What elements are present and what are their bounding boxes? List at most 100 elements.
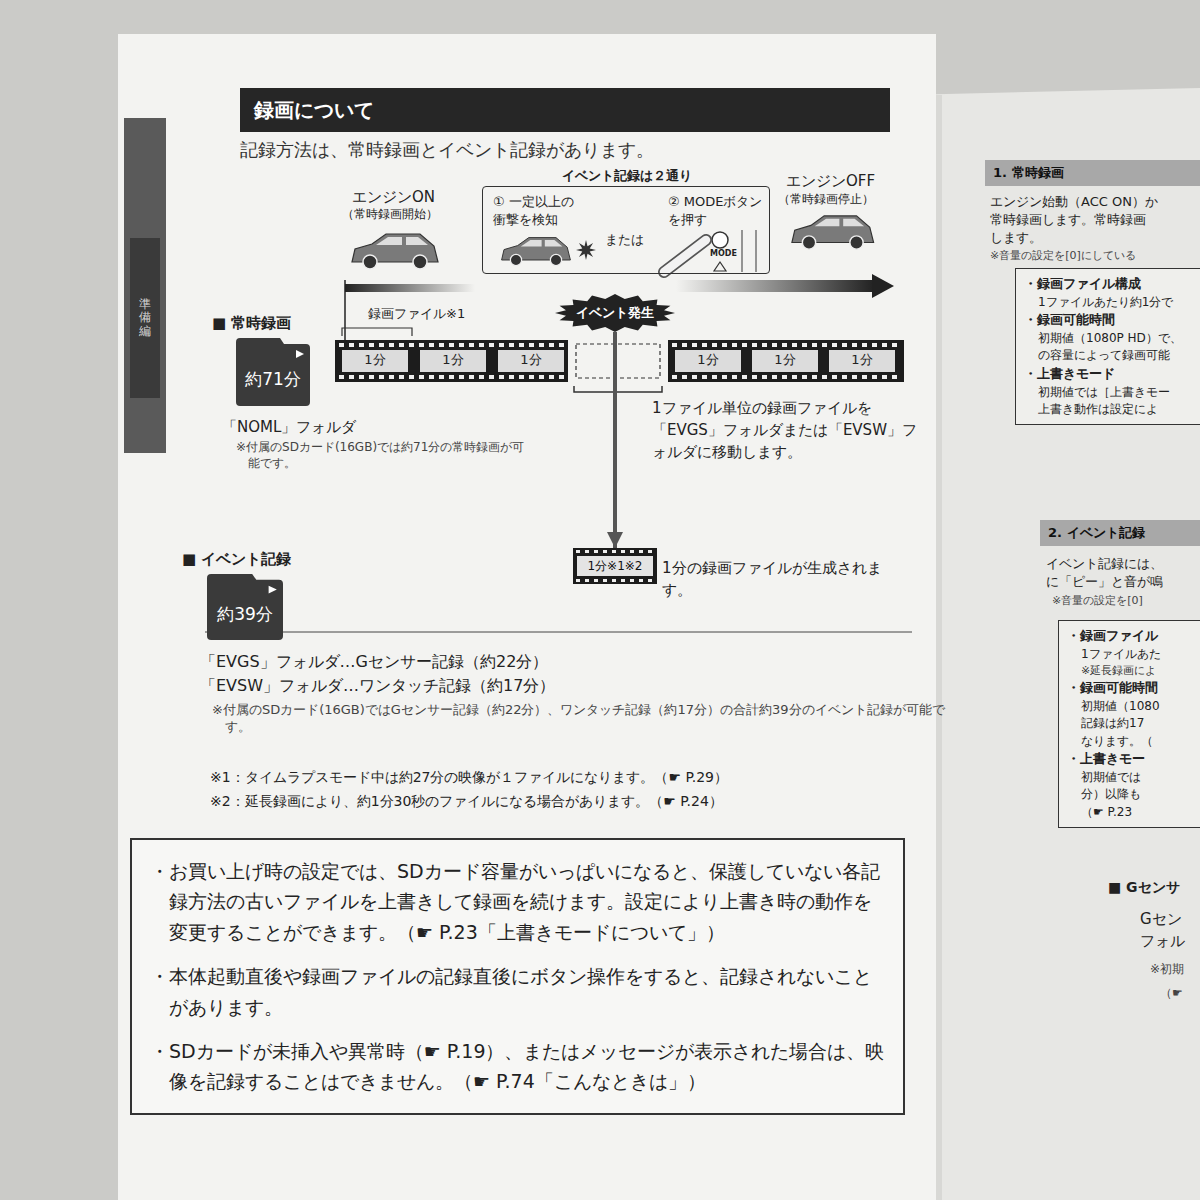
spec-box-text: の容量によって録画可能 — [1024, 347, 1200, 364]
car-window — [815, 219, 840, 227]
sprocket-hole — [559, 343, 564, 347]
sprocket-hole — [862, 343, 867, 347]
sd-card-icon-text: 約39分 — [217, 603, 273, 626]
sprocket-hole — [489, 343, 494, 347]
sprocket-hole — [429, 375, 434, 379]
file-label: 録画ファイル※1 — [368, 306, 465, 323]
frame-label: 1分 — [752, 352, 818, 369]
sprocket-hole — [576, 550, 580, 553]
sprocket-hole — [682, 343, 687, 347]
sprocket-hole — [509, 375, 514, 379]
sprocket-hole — [539, 375, 544, 379]
sprocket-hole — [369, 343, 374, 347]
event-method-box: イベント記録は２通り① 一定以上の 衝撃を検知または② MODEボタン を押す — [482, 186, 770, 274]
spec-box-text: （☛ P.23 — [1067, 804, 1200, 821]
sprocket-hole — [419, 375, 424, 379]
spec-box-text: 1ファイルあたり約1分で — [1024, 294, 1200, 311]
film-frame — [752, 350, 818, 372]
body-text: 1ファイル単位の録画ファイルを「EVGS」フォルダまたは「EVSW」フォルダに移… — [652, 398, 924, 463]
sd-card-icon-text: 約71分 — [245, 368, 301, 391]
sprocket-hole — [489, 375, 494, 379]
spec-box: ・録画ファイル1ファイルあた※延長録画によ・録画可能時間初期値（1080記録は約… — [1058, 620, 1200, 828]
spec-box-text: 分）以降も — [1067, 786, 1200, 803]
film-frame — [498, 350, 564, 372]
sprocket-hole — [469, 375, 474, 379]
play-mark — [269, 586, 277, 594]
button-label: MODE — [710, 249, 737, 259]
spec-box-text: 初期値（1080P HD）で、 — [1024, 330, 1200, 347]
folder-label: 「NOML」フォルダ — [222, 418, 356, 438]
sprocket-hole — [519, 343, 524, 347]
engine-label: エンジンOFF — [786, 172, 875, 192]
sprocket-hole — [621, 550, 625, 553]
frame-label: 1分 — [675, 352, 741, 369]
sprocket-hole — [802, 343, 807, 347]
sprocket-hole — [479, 375, 484, 379]
sprocket-hole — [722, 375, 727, 379]
dash-panel-line — [741, 230, 742, 272]
sprocket-hole — [439, 343, 444, 347]
event-method-box-text: ② MODEボタン を押す — [668, 193, 778, 228]
sprocket-hole — [822, 343, 827, 347]
sprocket-hole — [842, 375, 847, 379]
film-frame — [829, 350, 895, 372]
film-piece — [573, 548, 657, 584]
spec-box-text: ・録画ファイル — [1067, 627, 1200, 646]
car-wheel — [802, 236, 815, 249]
event-arrow — [613, 332, 617, 548]
sprocket-hole — [742, 375, 747, 379]
car-wheel — [510, 254, 521, 265]
sprocket-hole — [359, 343, 364, 347]
sprocket-hole — [892, 343, 897, 347]
body-fragment: します。 — [990, 230, 1042, 247]
sprocket-hole — [449, 343, 454, 347]
car-figure — [792, 216, 874, 249]
sprocket-hole — [389, 343, 394, 347]
sprocket-hole — [576, 579, 580, 582]
note-text: ※付属のSDカード(16GB)ではGセンサー記録（約22分）、ワンタッチ記録（約… — [212, 702, 945, 736]
sprocket-hole — [792, 375, 797, 379]
engine-note: （常時録画停止） — [778, 192, 874, 208]
card-outline — [236, 338, 310, 406]
burst-outline — [555, 294, 675, 332]
sprocket-hole — [399, 375, 404, 379]
sprocket-hole — [792, 343, 797, 347]
sprocket-hole — [648, 579, 652, 582]
film-frame — [342, 350, 408, 372]
play-mark — [296, 350, 304, 358]
warning-triangle — [714, 262, 726, 271]
notice-box-text: ・お買い上げ時の設定では、SDカード容量がいっぱいになると、保護していない各記録… — [150, 856, 885, 947]
section-band-text: 1. 常時録画 — [993, 164, 1200, 182]
note-fragment: （☛ — [1160, 986, 1183, 1002]
section-tab-text: 準備編 — [139, 298, 151, 338]
sprocket-hole — [732, 375, 737, 379]
sprocket-hole — [479, 343, 484, 347]
folder-line: 「EVSW」フォルダ…ワンタッチ記録（約17分） — [200, 676, 555, 697]
sprocket-hole — [419, 343, 424, 347]
start-tick — [344, 280, 346, 340]
body-fragment: フォル — [1140, 932, 1185, 952]
sprocket-hole — [752, 375, 757, 379]
sprocket-hole — [379, 343, 384, 347]
sprocket-hole — [594, 579, 598, 582]
card-outline — [207, 574, 283, 640]
section-rule — [205, 632, 912, 633]
spec-box: ・録画ファイル構成1ファイルあたり約1分で・録画可能時間初期値（1080P HD… — [1015, 268, 1200, 425]
sprocket-hole — [549, 375, 554, 379]
sprocket-hole — [603, 579, 607, 582]
page-title: 録画について — [240, 88, 890, 132]
note-fragment: ※初期 — [1150, 962, 1184, 978]
sprocket-hole — [812, 375, 817, 379]
section-heading: ■ 常時録画 — [212, 314, 291, 334]
sprocket-hole — [612, 579, 616, 582]
sprocket-hole — [369, 375, 374, 379]
engine-label: エンジンON — [352, 188, 435, 208]
intro-text: 記録方法は、常時録画とイベント記録があります。 — [240, 138, 654, 161]
section-band-text: 2. イベント記録 — [1048, 524, 1200, 542]
sprocket-hole — [630, 550, 634, 553]
sprocket-hole — [459, 343, 464, 347]
car-wheel — [363, 255, 377, 269]
sprocket-hole — [692, 375, 697, 379]
